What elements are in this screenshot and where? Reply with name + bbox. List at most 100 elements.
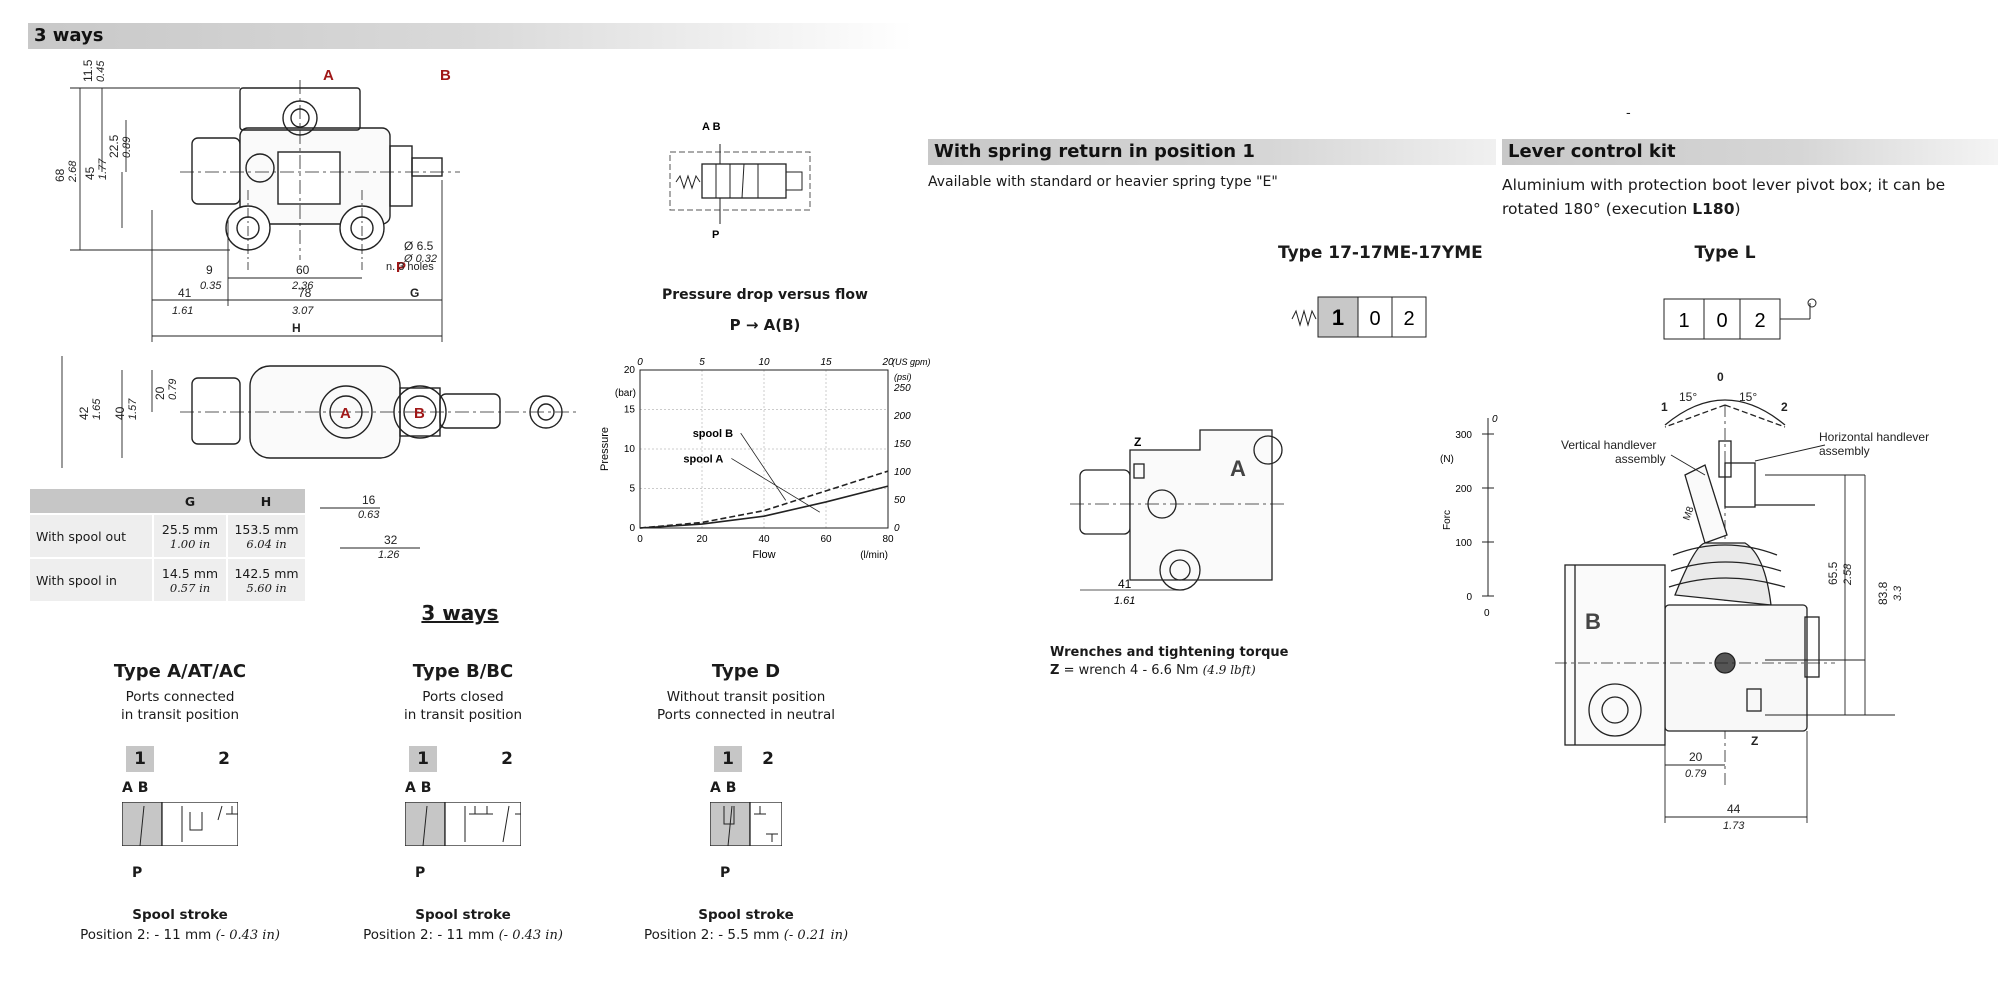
spool-type-desc-1: Ports connected: [125, 689, 235, 705]
dim-hole-count: n. 3 holes: [386, 261, 434, 273]
wrench-in: (4.9 lbft): [1202, 663, 1256, 677]
spool-stroke-text: Position 2: - 5.5 mm (- 0.21 in): [626, 927, 866, 943]
position-2-label: 2: [218, 749, 230, 769]
spool-symbol: [710, 802, 782, 846]
dim-lever-1-73: 1.73: [1723, 820, 1745, 832]
lever-pos-2: 2: [1781, 400, 1788, 414]
spring-dim-41: 41: [1118, 577, 1132, 591]
spool-stroke-text: Position 2: - 11 mm (- 0.43 in): [60, 927, 300, 943]
spring-cell-1: 1: [1332, 305, 1344, 330]
dim-lever-0-79: 0.79: [1685, 768, 1706, 780]
spool-stroke-in: (- 0.43 in): [498, 928, 563, 943]
position-2-label: 2: [762, 749, 774, 769]
y-tick-label: 10: [624, 444, 636, 455]
lever-desc-2a: rotated 180° (execution: [1502, 200, 1693, 218]
spool-stroke-text: Position 2: - 11 mm (- 0.43 in): [343, 927, 583, 943]
vertical-handlever-label: Vertical handlever: [1561, 438, 1656, 452]
dim-0-79: 0.79: [167, 379, 179, 400]
dim-0-45: 0.45: [95, 60, 107, 82]
dim-3-07: 3.07: [292, 305, 314, 317]
x-tick-label: 40: [758, 534, 770, 545]
wrench-line: Z = wrench 4 - 6.6 Nm (4.9 lbft): [1050, 663, 1256, 678]
lever-m8-label: M8: [1681, 505, 1696, 522]
top-tick-label: 10: [758, 357, 770, 368]
position-1-label: 1: [126, 746, 154, 772]
spool-type-title: Type D: [711, 661, 781, 682]
lever-desc-2: rotated 180° (execution L180): [1502, 200, 1741, 218]
symbol-p-label: P: [712, 229, 719, 241]
spool-stroke-mm: Position 2: - 11 mm: [363, 927, 495, 943]
spool-stroke-title: Spool stroke: [415, 907, 511, 923]
force-axis: 0 300 200 100 0 0 (N) Forc: [1440, 414, 1498, 619]
top-tick-label: 5: [699, 357, 705, 368]
spool-stroke-title: Spool stroke: [698, 907, 794, 923]
lever-drawing: 0 1 2 15° 15° Vertical handlever assembl…: [1555, 370, 1929, 832]
spool-stroke-in: (- 0.43 in): [215, 928, 280, 943]
vertical-assembly-label: assembly: [1615, 452, 1666, 466]
dim-1-77: 1.77: [97, 158, 109, 180]
y-axis-unit: (bar): [615, 388, 636, 399]
cell-g-in: 1.00 in: [169, 536, 211, 551]
spool-type-desc-1: Without transit position: [666, 689, 826, 705]
dim-60: 60: [296, 263, 310, 277]
spool-type-panel: Type D Without transit position Ports co…: [626, 655, 866, 955]
horizontal-handlever-label: Horizontal handlever: [1819, 430, 1929, 444]
dim-2-36: 2.36: [291, 280, 314, 292]
table-header-empty: [30, 489, 153, 514]
position-2-label: 2: [501, 749, 513, 769]
series-leader-line: [740, 432, 787, 501]
x-axis-label: Flow: [752, 549, 775, 561]
y-tick-label: 0: [629, 523, 635, 534]
dim-g: G: [410, 286, 419, 300]
dim-41: 41: [178, 286, 192, 300]
cell-h-mm: 153.5 mm: [234, 521, 299, 537]
cell-h-mm: 142.5 mm: [234, 565, 299, 581]
right-tick-label: 250: [893, 383, 911, 394]
lever-angle-1: 15°: [1679, 390, 1697, 404]
x-tick-label: 80: [882, 534, 894, 545]
table-header-g: G: [153, 489, 227, 514]
spool-ab-label: A B: [405, 780, 432, 796]
row-label: With spool in: [30, 557, 153, 601]
horizontal-assembly-label: assembly: [1819, 444, 1870, 458]
dim-0-63: 0.63: [358, 509, 380, 521]
lever-desc-1: Aluminium with protection boot lever piv…: [1502, 176, 1946, 194]
dim-0-35: 0.35: [200, 280, 222, 292]
force-tick-300: 300: [1455, 430, 1472, 441]
x-tick-label: 60: [820, 534, 832, 545]
dim-lever-44: 44: [1727, 802, 1741, 816]
stray-tick: -: [1626, 106, 1631, 121]
spring-cell-2: 2: [1403, 308, 1414, 330]
right-tick-label: 150: [894, 439, 911, 450]
dim-83-8: 83.8: [1876, 581, 1890, 605]
dim-65-5: 65.5: [1826, 561, 1840, 585]
lever-position-symbol: 1 0 2: [1663, 298, 1817, 340]
lever-pos-1: 1: [1661, 400, 1668, 414]
force-unit: (N): [1440, 454, 1454, 465]
spool-stroke-mm: Position 2: - 11 mm: [80, 927, 212, 943]
cell-h-in: 5.60 in: [246, 580, 287, 595]
spring-z-label: Z: [1134, 435, 1141, 449]
spool-type-desc-1: Ports closed: [422, 689, 504, 705]
top-axis-unit: (US gpm): [892, 357, 930, 367]
spool-stroke-title: Spool stroke: [132, 907, 228, 923]
section-header-3-ways: 3 ways: [28, 23, 914, 49]
lever-desc-l180: L180: [1692, 200, 1735, 218]
spool-stroke-in: (- 0.21 in): [783, 928, 849, 943]
series-line-spool-b: [639, 470, 889, 529]
dim-1-61: 1.61: [172, 305, 193, 317]
dim-9: 9: [206, 263, 213, 277]
series-label-spool-a: spool A: [683, 453, 723, 465]
lever-cell-2: 2: [1754, 310, 1765, 332]
spool-p-label: P: [132, 865, 143, 881]
dim-1-57: 1.57: [127, 398, 139, 420]
top-tick-label: 20: [881, 357, 894, 368]
force-tick-0b: 0: [1484, 608, 1490, 619]
dim-2-58: 2.58: [1842, 563, 1854, 586]
dim-45: 45: [83, 166, 97, 180]
